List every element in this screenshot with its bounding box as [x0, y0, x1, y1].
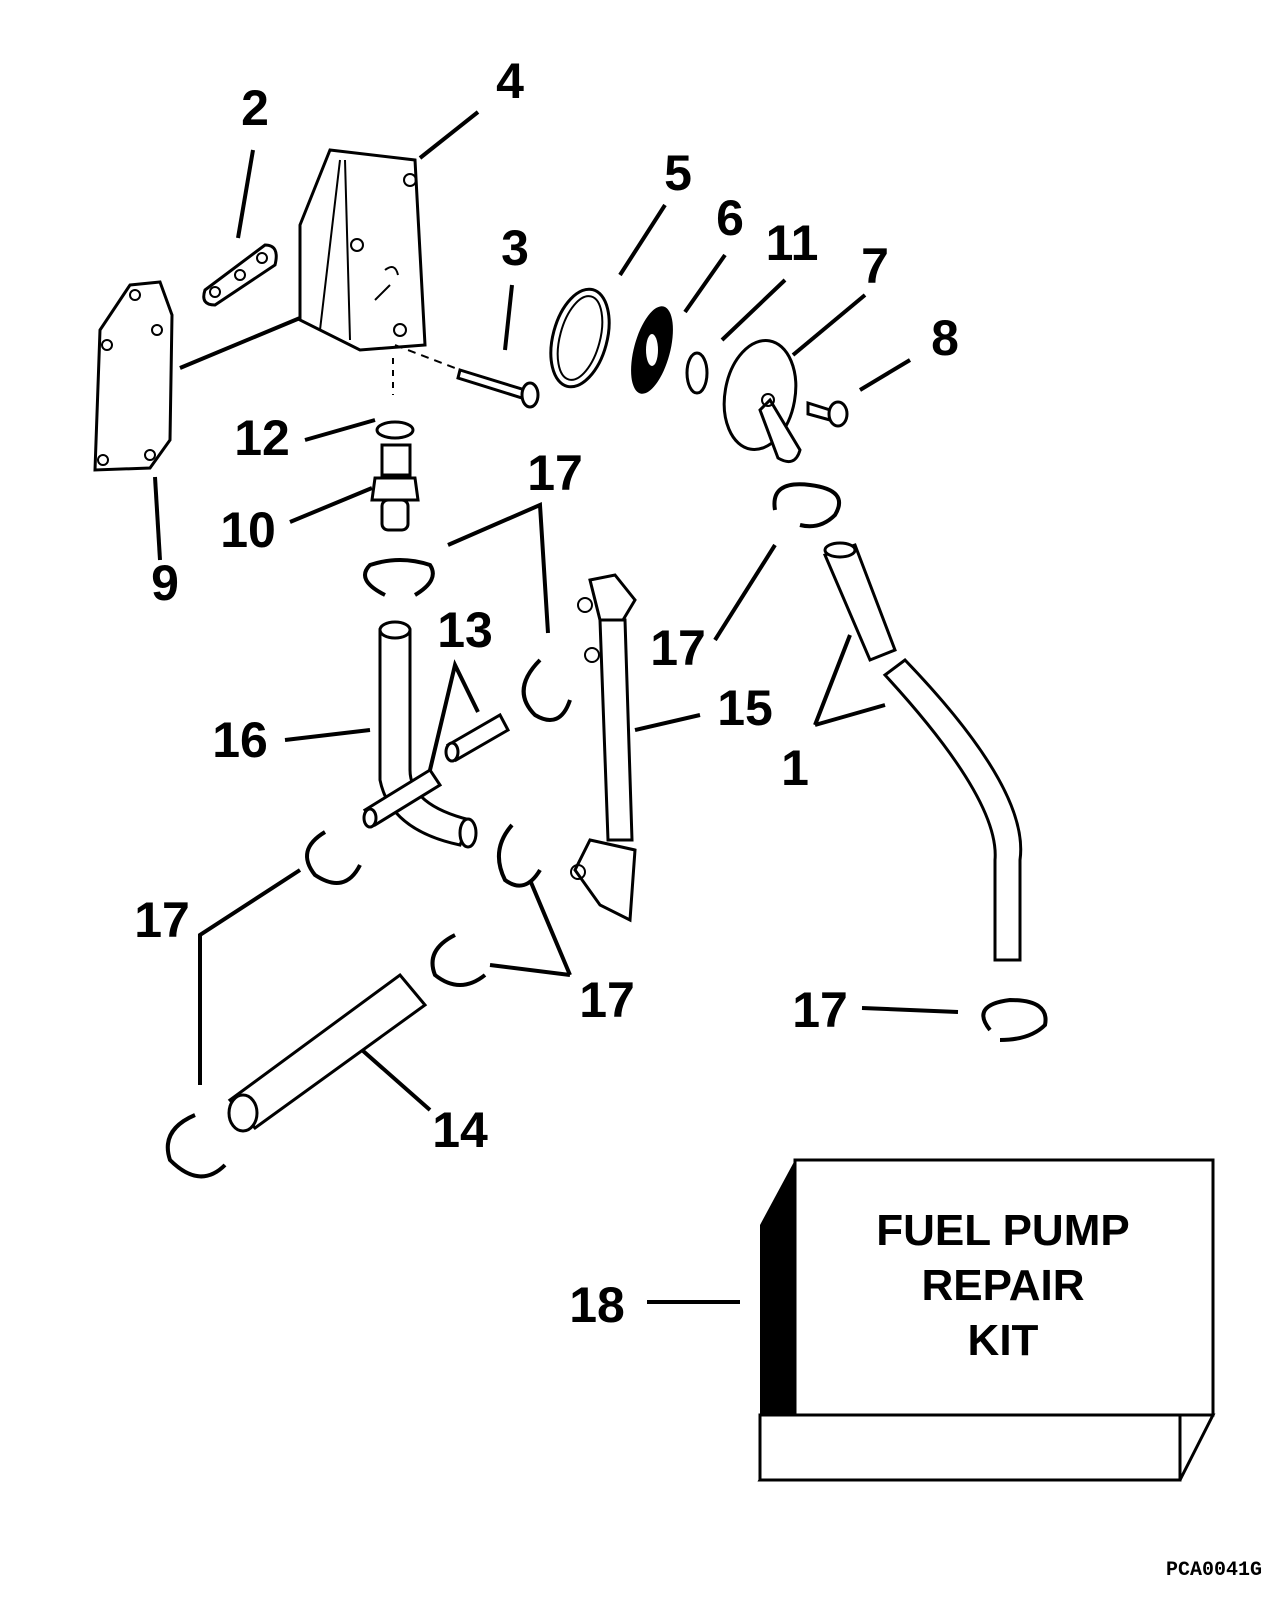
callout-17: 17	[579, 972, 635, 1028]
callout-4: 4	[496, 53, 524, 109]
callout-17: 17	[792, 982, 848, 1038]
callout-9: 9	[151, 555, 179, 611]
kit-label-line-1: FUEL PUMP	[876, 1206, 1129, 1255]
part-5-oring	[549, 287, 611, 389]
part-15-fuel-line	[570, 573, 637, 923]
part-11-oring	[685, 351, 709, 395]
callout-14: 14	[432, 1102, 488, 1158]
part-7-cover	[722, 338, 802, 464]
kit-label-line-2: REPAIR	[922, 1261, 1085, 1310]
callout-17: 17	[527, 445, 583, 501]
part-4-pump-body	[179, 148, 427, 370]
part-2-gasket	[202, 243, 278, 307]
drawing-code: PCA0041G	[1166, 1559, 1262, 1582]
callout-15: 15	[717, 680, 773, 736]
part-18-repair-kit-box	[757, 1158, 1216, 1482]
part-1-hoses	[822, 541, 1023, 962]
part-10-fitting	[370, 443, 420, 532]
part-13-hoses	[362, 712, 511, 829]
callout-12: 12	[234, 410, 290, 466]
callout-6: 6	[716, 190, 744, 246]
callout-1: 1	[781, 740, 809, 796]
part-3-screw	[392, 344, 540, 409]
callout-3: 3	[501, 220, 529, 276]
part-17-clamps	[165, 482, 1048, 1179]
callout-7: 7	[861, 238, 889, 294]
part-9-gasket	[93, 280, 174, 472]
callout-18: 18	[569, 1277, 625, 1333]
callout-16: 16	[212, 712, 268, 768]
callout-11: 11	[766, 215, 819, 271]
callout-2: 2	[241, 80, 269, 136]
callout-13: 13	[437, 602, 493, 658]
callout-10: 10	[220, 502, 276, 558]
part-14-hose	[227, 972, 428, 1133]
callout-5: 5	[664, 145, 692, 201]
kit-label-line-3: KIT	[968, 1316, 1039, 1365]
leader-lines	[153, 110, 959, 1304]
callout-17: 17	[134, 892, 190, 948]
callout-17: 17	[650, 620, 706, 676]
callout-8: 8	[931, 310, 959, 366]
part-12-oring	[375, 420, 415, 440]
part-6-diaphragm	[631, 306, 673, 394]
part-8-screw	[806, 400, 849, 428]
